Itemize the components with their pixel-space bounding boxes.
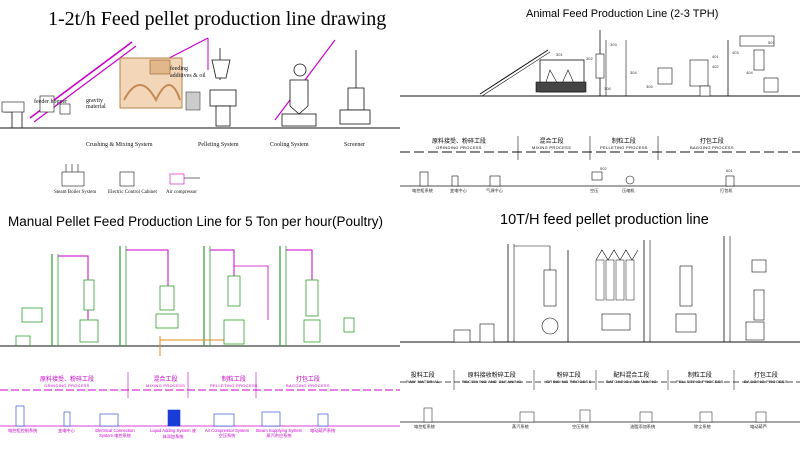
panel-4-title: 10T/H feed pellet production line xyxy=(500,212,709,228)
p4-legend-0: 电控柜系统 xyxy=(414,424,435,429)
p2-legend-1: 变电中心 xyxy=(450,188,467,193)
p3-legend-1: 变电中心 xyxy=(58,428,75,433)
p4-legend-4: 除尘系统 xyxy=(694,424,711,429)
p4-legend-3: 油脂添加系统 xyxy=(630,424,656,429)
p2-tag: 302 xyxy=(586,56,593,61)
p4-legend-1: 蒸汽系统 xyxy=(512,424,529,429)
label-screener: Screener xyxy=(344,142,365,148)
panel-3-drawing xyxy=(0,246,400,427)
p2-tag: 305 xyxy=(646,84,653,89)
p3-legend-5: Steam Supplying System 蒸汽供应系统 xyxy=(255,428,303,438)
panel-2-title: Animal Feed Production Line (2-3 TPH) xyxy=(526,8,719,20)
panel-1-drawing xyxy=(0,37,400,187)
p3-legend-4: Air Compressor System 空压系统 xyxy=(204,428,250,438)
p3-legend-0: 电控柜控制系统 xyxy=(8,428,38,433)
p2-tag: 303 xyxy=(610,42,617,47)
label-feeding: feeding xyxy=(170,66,188,72)
p2-tag: 402 xyxy=(712,64,719,69)
p3-legend-3: Liquid Adding System 液体添加系统 xyxy=(150,428,196,439)
label-cooling-system: Cooling System xyxy=(270,142,309,148)
p2-legend-0: 电控柜系统 xyxy=(412,188,433,193)
label-cabinet: Electric Control Cabinet xyxy=(108,190,157,195)
p2-tag: 502 xyxy=(600,166,607,171)
panel-1-2th-line: 1-2t/h Feed pellet production line drawi… xyxy=(0,0,400,210)
label-feeder: feeder hopper xyxy=(34,99,68,105)
p2-tag: 304 xyxy=(630,70,637,75)
panel-3-5tph-line: Manual Pellet Feed Production Line for 5… xyxy=(0,210,400,454)
p2-tag: 601 xyxy=(726,168,733,173)
label-pelleting-system: Pelleting System xyxy=(198,142,239,148)
panel-3-title: Manual Pellet Feed Production Line for 5… xyxy=(8,214,383,229)
panel-1-title: 1-2t/h Feed pellet production line drawi… xyxy=(48,8,387,30)
p2-legend-2: 气源中心 xyxy=(486,188,503,193)
panel-2-drawing xyxy=(400,30,800,187)
p2-tag: 401 xyxy=(712,54,719,59)
label-boiler: Steam Boiler System xyxy=(54,190,97,195)
panel-4-10th-line: 10T/H feed pellet production line xyxy=(400,210,800,454)
p2-tag: 301 xyxy=(556,52,563,57)
label-material: material xyxy=(86,104,106,110)
label-gravity: gravity xyxy=(86,98,103,104)
p2-legend-5: 打包机 xyxy=(720,188,733,193)
p3-legend-2: Electrical Connection System 电控系统 xyxy=(95,428,135,438)
label-compressor: Air compressor xyxy=(166,190,197,195)
p4-legend-2: 空压系统 xyxy=(572,424,589,429)
p2-tag: 403 xyxy=(732,50,739,55)
panel-4-drawing xyxy=(400,236,800,423)
label-crushing-system: Crushing & Mixing System xyxy=(86,142,153,148)
p4-legend-5: 电动葫芦 xyxy=(750,424,767,429)
p2-tag: 306 xyxy=(604,86,611,91)
p2-tag: 404 xyxy=(746,70,753,75)
p2-legend-4: 压缩机 xyxy=(622,188,635,193)
label-additives: additives & oil xyxy=(170,73,206,79)
p3-legend-6: 电动葫芦系统 xyxy=(310,428,336,433)
p2-tag: 501 xyxy=(768,40,775,45)
p2-legend-3: 空压 xyxy=(590,188,599,193)
panel-2-3tph-line: Animal Feed Production Line (2-3 TPH) xyxy=(400,0,800,210)
